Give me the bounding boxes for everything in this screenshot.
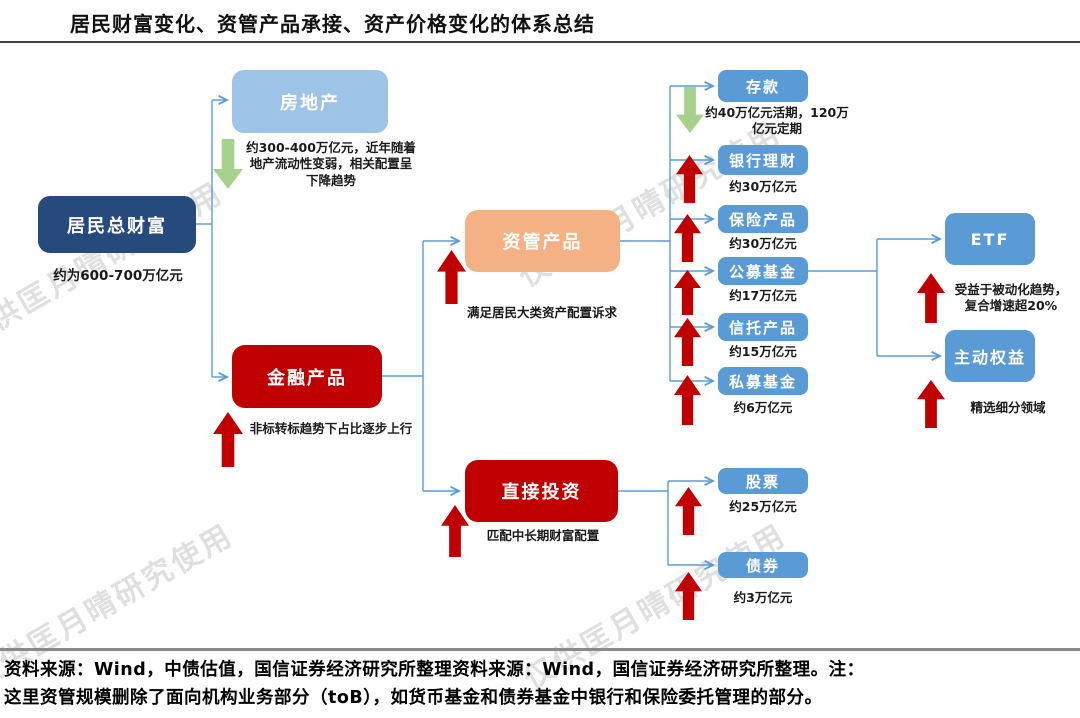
note-asset-mgmt: 满足居民大类资产配置诉求 (466, 305, 617, 320)
node-public-funds: 公募基金 (718, 257, 808, 285)
node-deposits: 存款 (718, 70, 808, 102)
note-direct-invest: 匹配中长期财富配置 (486, 528, 600, 543)
node-financial-products: 金融产品 (232, 345, 382, 408)
note-bank-wealth: 约30万亿元 (729, 179, 797, 194)
footer-divider (0, 648, 1080, 651)
note-deposits: 约40万亿元活期，120万亿元定期 (705, 105, 849, 137)
node-trust: 信托产品 (718, 313, 808, 341)
node-insurance: 保险产品 (718, 205, 808, 233)
note-insurance: 约30万亿元 (729, 236, 797, 251)
node-direct-invest: 直接投资 (465, 460, 618, 522)
source-note: 资料来源：Wind，中债估值，国信证券经济研究所整理资料来源：Wind，国信证券… (4, 656, 1078, 712)
note-active-equity: 精选细分领域 (970, 400, 1046, 415)
node-real-estate: 房地产 (232, 70, 388, 133)
node-bonds: 债券 (718, 552, 808, 578)
node-asset-mgmt: 资管产品 (465, 210, 620, 272)
source-note-line2: 这里资管规模删除了面向机构业务部分（toB），如货币基金和债券基金中银行和保险委… (4, 688, 823, 708)
note-trust: 约15万亿元 (729, 344, 797, 359)
note-real-estate: 约300-400万亿元，近年随着地产流动性变弱，相关配置呈下降趋势 (246, 140, 416, 188)
node-active-equity: 主动权益 (945, 330, 1035, 382)
title-divider (0, 41, 1080, 43)
note-financial-products: 非标转标趋势下占比逐步上行 (249, 421, 413, 436)
note-bonds: 约3万亿元 (733, 590, 793, 605)
node-bank-wealth: 银行理财 (718, 145, 808, 175)
node-etf: ETF (945, 213, 1035, 265)
note-etf: 受益于被动化趋势，复合增速超20% (954, 282, 1068, 314)
node-stocks: 股票 (718, 468, 808, 494)
note-total-wealth: 约为600-700万亿元 (53, 268, 183, 284)
node-private-funds: 私募基金 (718, 367, 808, 395)
note-stocks: 约25万亿元 (729, 499, 797, 514)
source-note-line1: 资料来源：Wind，中债估值，国信证券经济研究所整理资料来源：Wind，国信证券… (4, 660, 865, 680)
note-public-funds: 约17万亿元 (729, 288, 797, 303)
note-private-funds: 约6万亿元 (733, 400, 793, 415)
node-total-wealth: 居民总财富 (38, 196, 196, 253)
figure-title: 居民财富变化、资管产品承接、资产价格变化的体系总结 (70, 12, 595, 36)
